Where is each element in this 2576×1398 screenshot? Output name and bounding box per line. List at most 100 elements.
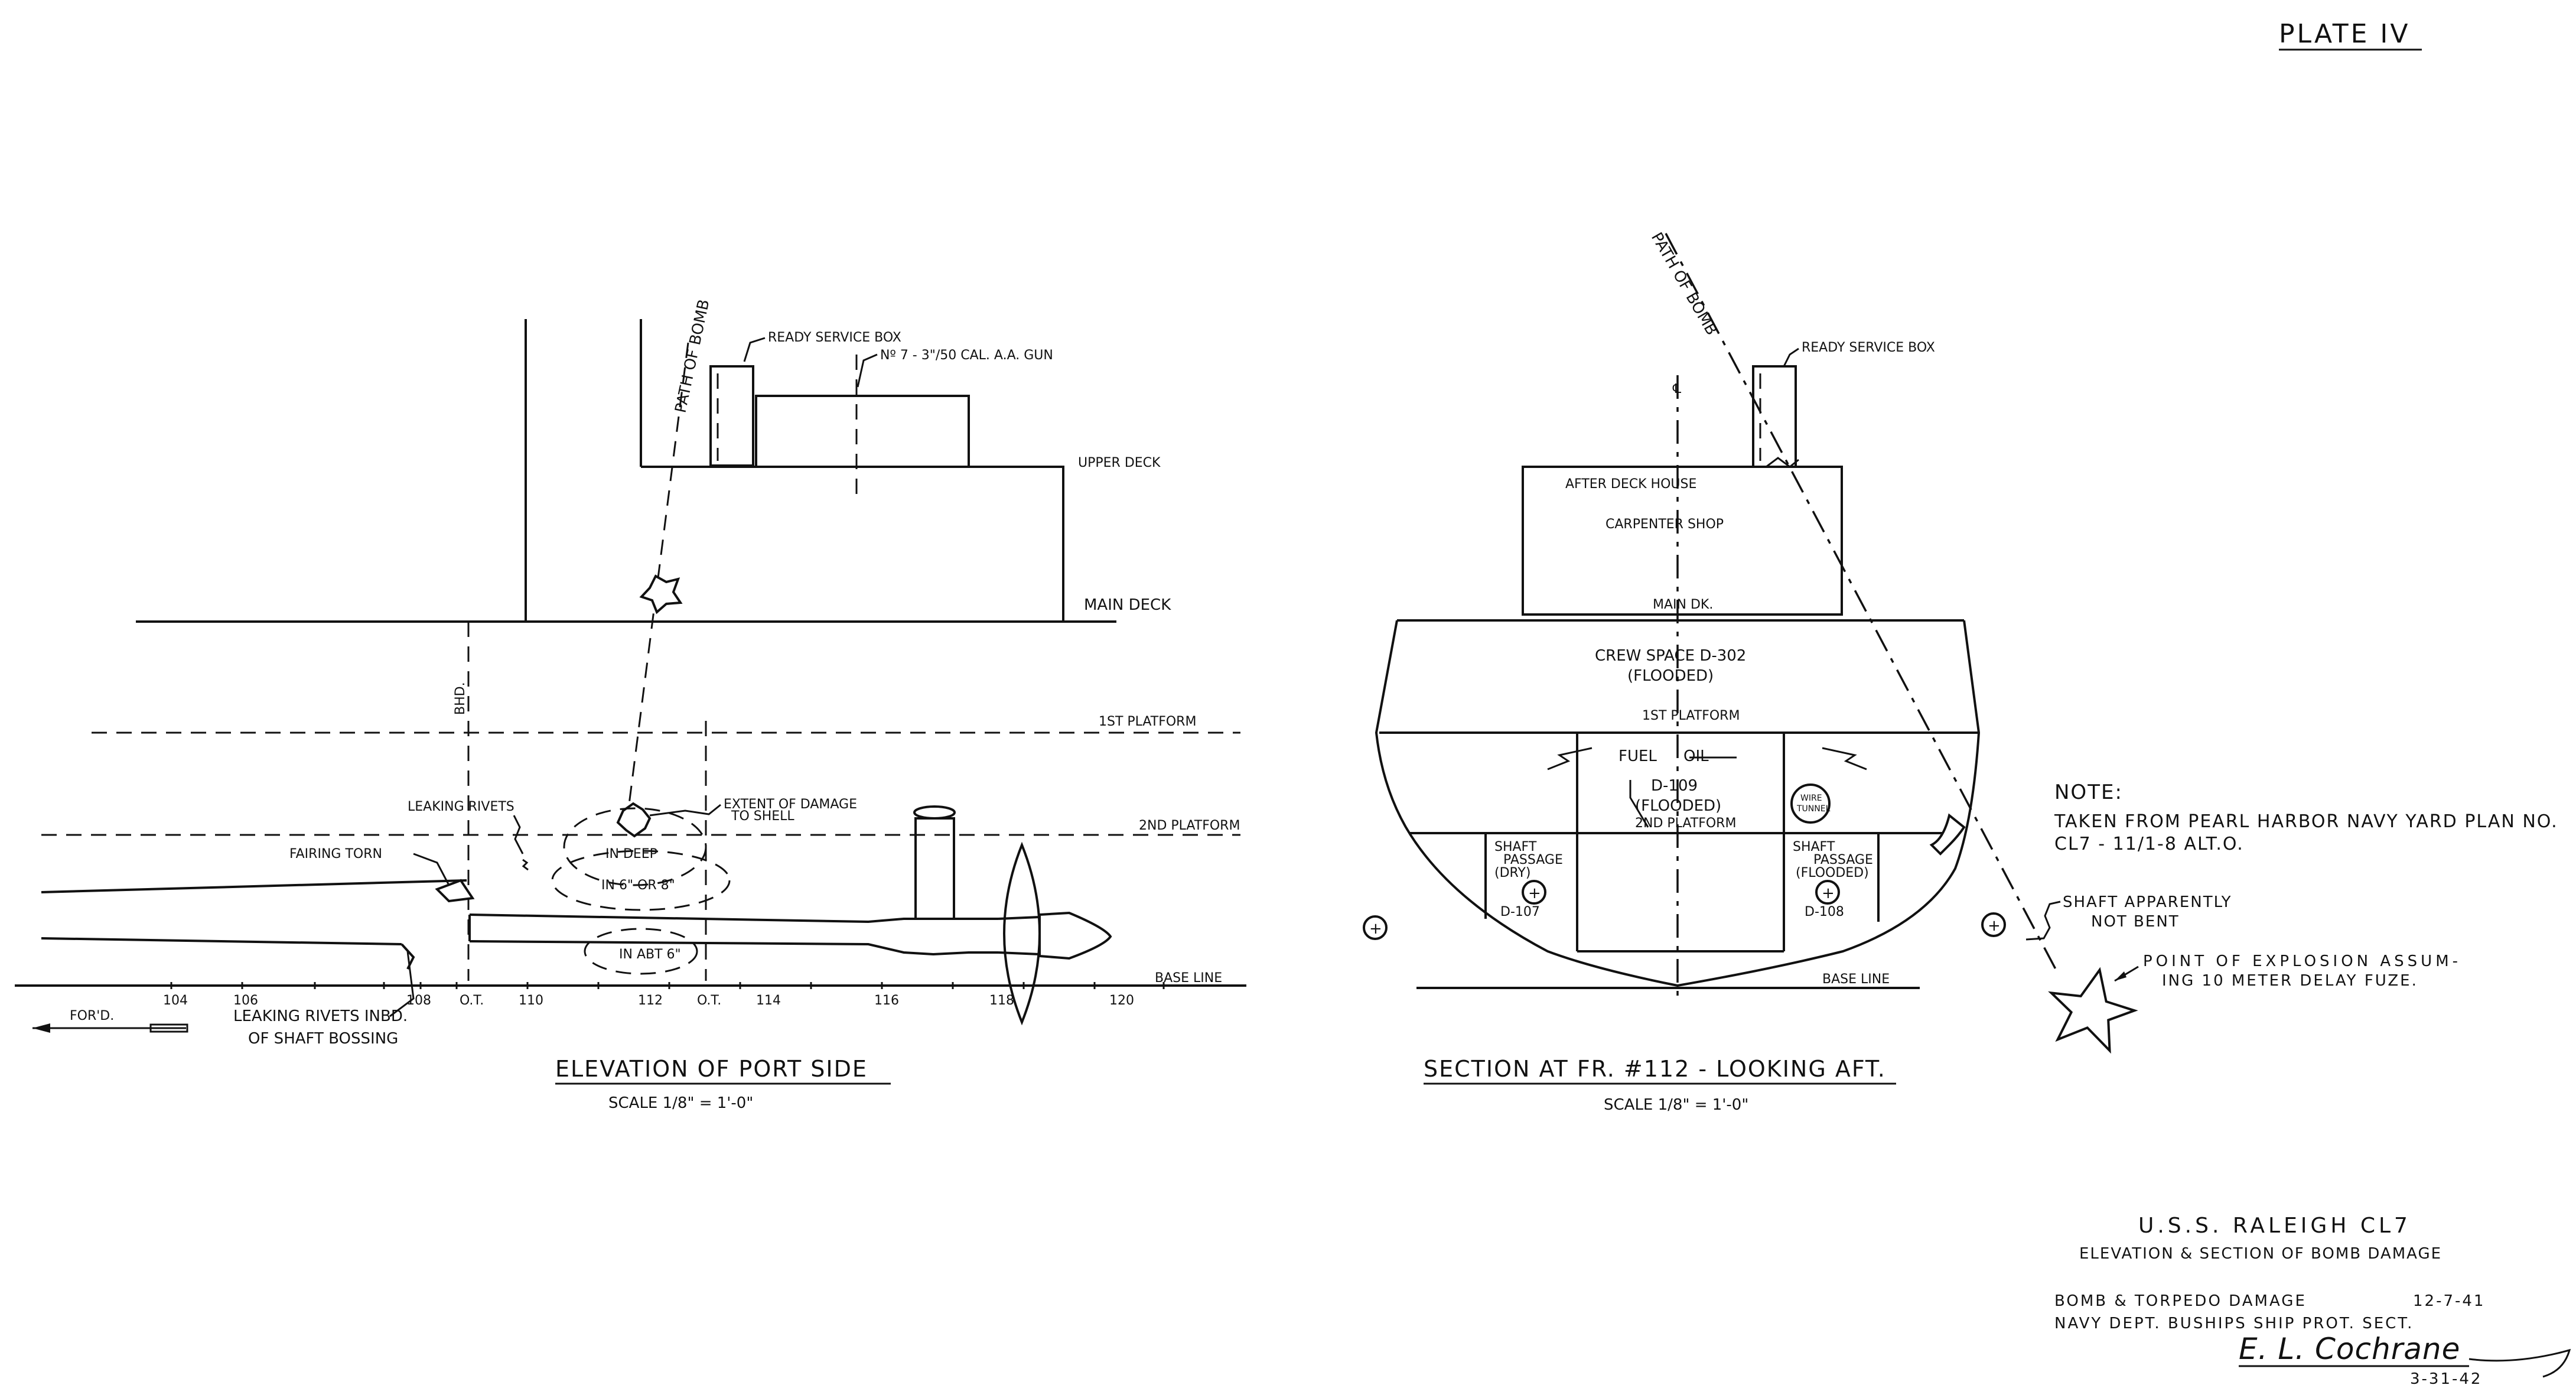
propeller-hub-cone (1038, 911, 1112, 960)
shaft-passage-right-2: PASSAGE (1813, 853, 1873, 867)
note-line-1: TAKEN FROM PEARL HARBOR NAVY YARD PLAN N… (2054, 811, 2558, 832)
in-abt-6-label: IN ABT 6" (619, 947, 681, 962)
shaft-bossing-upper (41, 879, 467, 893)
leaking-rivets-bossing-2: OF SHAFT BOSSING (248, 1030, 398, 1048)
carpenter-shop-label: CARPENTER SHOP (1605, 517, 1724, 532)
section-ready-service-box-label: READY SERVICE BOX (1802, 340, 1935, 355)
title-block: U.S.S. RALEIGH CL7 ELEVATION & SECTION O… (2054, 1214, 2571, 1388)
d109-leader (1629, 780, 1649, 828)
fairing-leader (413, 853, 450, 886)
shaft-note-1: SHAFT APPARENTLY (2063, 893, 2232, 911)
crew-space-label: CREW SPACE D-302 (1595, 647, 1746, 665)
elevation-first-platform: 1ST PLATFORM (1099, 714, 1196, 729)
damage-type: BOMB & TORPEDO DAMAGE (2054, 1292, 2307, 1310)
centerline-mark: ℄ (1672, 382, 1682, 396)
elevation-view: 104 106 108 O.T. 110 112 O.T. 114 116 11… (15, 298, 1246, 1112)
shaft-left-inner (1522, 880, 1546, 905)
frame-ticks (170, 982, 1165, 989)
signature-flourish (2468, 1348, 2571, 1378)
in-6-or-8-label: IN 6" OR 8" (601, 878, 675, 893)
explosion-point-star (2048, 967, 2138, 1054)
gun-label: Nº 7 - 3"/50 CAL. A.A. GUN (880, 348, 1053, 363)
bhd-label: BHD. (453, 682, 468, 715)
strut-top (913, 805, 956, 820)
elevation-ready-service-box: READY SERVICE BOX (768, 330, 901, 345)
frame-106: 106 (233, 993, 258, 1008)
shaft-left-outer (1363, 915, 1388, 940)
torn-fairing (435, 879, 475, 903)
shell-damage-hole (616, 802, 652, 838)
oil-label: OIL (1683, 747, 1709, 765)
section-base-line-label: BASE LINE (1822, 972, 1890, 987)
shaft-hub-bottom (998, 951, 1040, 955)
section-path-of-bomb: PATH OF BOMB (1647, 230, 1721, 339)
frame-114: 114 (756, 993, 781, 1008)
deck-penetration-hole (639, 574, 683, 615)
section-title: SECTION AT FR. #112 - LOOKING AFT. (1424, 1056, 1886, 1082)
ford-label: FOR'D. (70, 1009, 114, 1023)
section-view: ℄ + + + + PATH OF BOMB READY SERVICE BOX… (1363, 230, 2138, 1114)
d109-flooded-label: (FLOODED) (1635, 797, 1721, 815)
shaft-note-2: NOT BENT (2091, 913, 2180, 931)
shaft-passage-right-3: (FLOODED) (1796, 866, 1869, 880)
note-heading: NOTE: (2054, 781, 2123, 804)
frame-110: 110 (519, 993, 543, 1008)
crew-space-flooded: (FLOODED) (1627, 667, 1714, 685)
section-first-platform-label: 1ST PLATFORM (1642, 708, 1740, 723)
leaking-rivets-label: LEAKING RIVETS (408, 799, 514, 814)
approval-date: 3-31-42 (2410, 1370, 2482, 1388)
gun-mount (755, 395, 970, 467)
shaft-left-outer-cross: + (1369, 920, 1382, 938)
approval-signature: E. L. Cochrane (2239, 1332, 2460, 1366)
upper-deck-label: UPPER DECK (1078, 456, 1161, 470)
wire-tunnel-label-2: TUNNEL (1796, 804, 1831, 814)
shaft-passage-left-2: PASSAGE (1503, 853, 1563, 867)
shaft-passage-right-1: SHAFT (1793, 840, 1835, 854)
ship-name: U.S.S. RALEIGH CL7 (2138, 1214, 2411, 1238)
shaft-left-inner-cross: + (1528, 885, 1541, 902)
explosion-note-2: ING 10 METER DELAY FUZE. (2162, 972, 2418, 990)
wire-tunnel-label-1: WIRE (1800, 794, 1822, 803)
d109-label: D-109 (1651, 777, 1698, 795)
in-deep-label: IN DEEP (605, 847, 657, 861)
main-dk-label: MAIN DK. (1653, 597, 1713, 612)
extent-of-damage-label-2: TO SHELL (731, 809, 794, 824)
frame-120: 120 (1109, 993, 1134, 1008)
elevation-scale: SCALE 1/8" = 1'-0" (608, 1094, 753, 1112)
frame-ot-fwd: O.T. (697, 993, 721, 1008)
deckhouse-damage (1766, 457, 1799, 468)
leaking-rivets-mark (522, 859, 529, 871)
frame-ot-aft: O.T. (460, 993, 484, 1008)
gun-leader (857, 353, 878, 388)
notes: NOTE: TAKEN FROM PEARL HARBOR NAVY YARD … (2025, 781, 2558, 990)
d107-label: D-107 (1500, 905, 1540, 919)
frame-112: 112 (638, 993, 663, 1008)
shaft-top (469, 913, 998, 924)
ford-arrow-head (32, 1023, 50, 1033)
ready-box-leader (743, 337, 766, 362)
bossing-leader (389, 951, 415, 1017)
ford-arrow-feather (149, 1023, 188, 1033)
frame-118: 118 (989, 993, 1014, 1008)
leaking-rivets-leader (513, 815, 524, 854)
propeller (1003, 841, 1041, 1026)
after-deck-house-label: AFTER DECK HOUSE (1565, 477, 1696, 492)
elevation-path-of-bomb: PATH OF BOMB (672, 298, 714, 414)
fuel-arrow-right (1822, 747, 1867, 770)
extent-leader (649, 804, 721, 817)
d108-label: D-108 (1805, 905, 1844, 919)
fuel-arrow-left (1547, 747, 1593, 770)
fuel-label: FUEL (1618, 747, 1657, 765)
section-ready-box-leader (1783, 347, 1799, 367)
shaft-passage-left-1: SHAFT (1494, 840, 1537, 854)
wire-tunnel (1790, 783, 1831, 824)
department: NAVY DEPT. BUSHIPS SHIP PROT. SECT. (2054, 1315, 2414, 1332)
frame-104: 104 (163, 993, 188, 1008)
hull-damage-rupture (1929, 813, 1966, 856)
fairing-torn-label: FAIRING TORN (289, 847, 382, 861)
damage-extent-inner (563, 807, 707, 886)
shaft-right-inner-cross: + (1822, 885, 1835, 902)
bomb-path-line (625, 342, 689, 828)
note-line-2: CL7 - 11/1-8 ALT.O. (2054, 834, 2244, 854)
